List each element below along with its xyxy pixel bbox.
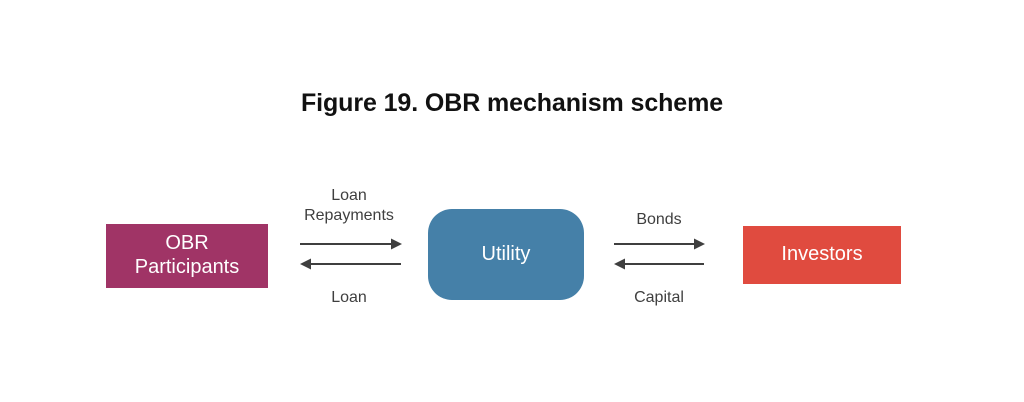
flow-group-left: Loan Repayments Loan [285,186,413,308]
flow-left-arrows [300,238,402,270]
arrow-left-capital [614,258,704,270]
node-investors-label: Investors [781,243,863,266]
node-obr-participants-label-line2: Participants [134,256,240,278]
flow-group-right: Bonds Capital [608,210,710,308]
node-utility: Utility [428,209,584,300]
arrow-right-loan-repayments [300,238,402,250]
node-utility-label: Utility [481,242,531,265]
flow-right-arrows [614,238,705,270]
node-obr-participants: OBR Participants [106,224,268,288]
flow-right-bottom-label: Capital [634,289,684,306]
flow-right-top-label: Bonds [636,211,682,228]
arrow-left-loan [300,258,401,270]
figure-title: Figure 19. OBR mechanism scheme [300,89,724,117]
flow-left-top-label: Loan Repayments [304,187,394,224]
node-obr-participants-label: OBR Participants [112,232,262,279]
node-investors: Investors [743,226,901,284]
flow-left-bottom-label: Loan [331,289,367,306]
arrow-right-bonds [614,238,705,250]
node-obr-participants-label-line1: OBR [165,232,209,255]
